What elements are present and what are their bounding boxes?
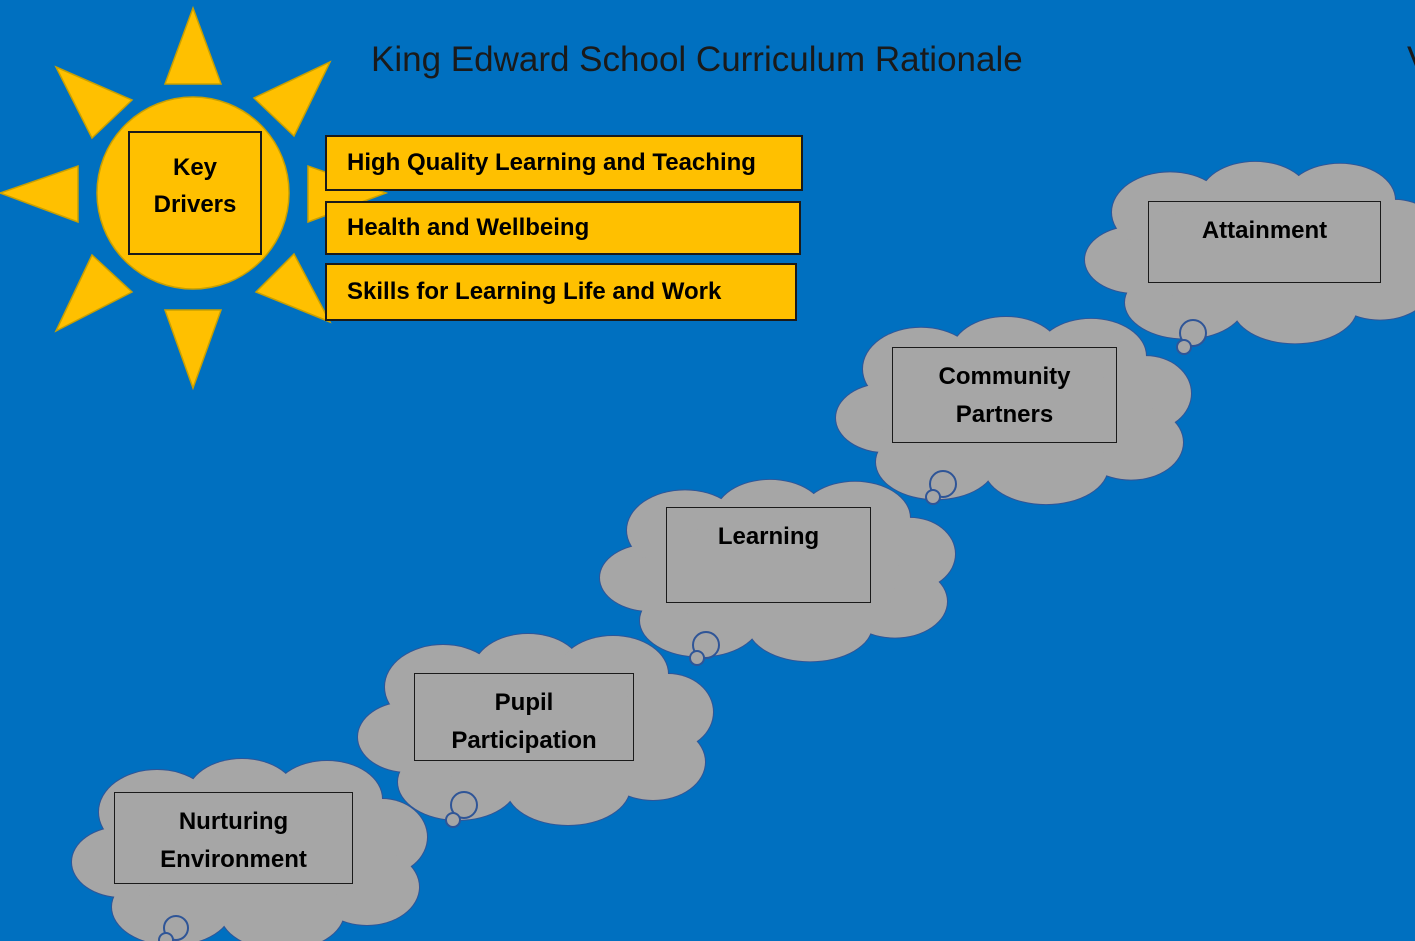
key-drivers-label: Key Drivers: [128, 131, 262, 255]
step-learning-line1: Learning: [717, 523, 820, 550]
step-pupil-line2: Participation: [451, 727, 597, 754]
step-attainment-line1: Attainment: [1201, 217, 1328, 244]
step-pupil-participation: Pupil Participation: [414, 673, 634, 761]
step-nurturing-line1: Nurturing: [178, 808, 289, 835]
driver-skills-learning-life-work: Skills for Learning Life and Work: [325, 263, 797, 321]
key-drivers-line1: Key: [172, 154, 218, 181]
step-nurturing-environment: Nurturing Environment: [114, 792, 353, 884]
step-learning: Learning: [666, 507, 871, 603]
title-edge-fragment: V: [1407, 40, 1415, 80]
step-attainment: Attainment: [1148, 201, 1381, 283]
step-community-line1: Community: [938, 363, 1071, 390]
page-title: King Edward School Curriculum Rationale: [371, 40, 1023, 79]
sun-icon: [0, 5, 389, 391]
step-nurturing-line2: Environment: [160, 846, 307, 873]
driver-high-quality-learning: High Quality Learning and Teaching: [325, 135, 803, 191]
step-community-partners: Community Partners: [892, 347, 1117, 443]
driver-health-wellbeing: Health and Wellbeing: [325, 201, 801, 255]
step-pupil-line1: Pupil: [494, 689, 554, 716]
key-drivers-line2: Drivers: [153, 191, 237, 218]
step-community-line2: Partners: [955, 401, 1054, 428]
thought-dots: [158, 319, 1207, 941]
